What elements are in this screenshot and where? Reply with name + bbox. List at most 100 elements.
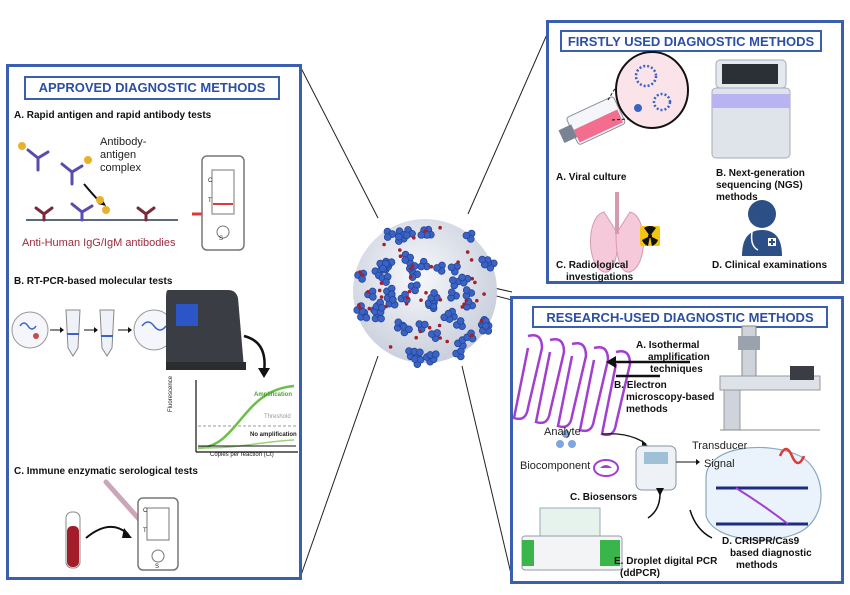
virus-dot — [418, 329, 423, 334]
virus-dot — [407, 289, 412, 294]
virus-dot — [470, 333, 474, 337]
virus-dot — [429, 264, 434, 269]
rt-pcr-illustration — [11, 290, 298, 453]
cassette-t-upper: T — [208, 198, 212, 204]
virus-dot — [366, 290, 370, 294]
virus-spike — [400, 323, 413, 337]
virus-spike — [440, 309, 454, 323]
virus-dot — [358, 306, 363, 311]
research-title: RESEARCH-USED DIAGNOSTIC METHODS — [532, 306, 828, 328]
firstly-title: FIRSTLY USED DIAGNOSTIC METHODS — [560, 30, 822, 52]
approved-b-label: B. RT-PCR-based molecular tests — [14, 276, 173, 287]
virus-dot — [379, 295, 384, 299]
biocomponent-label: Biocomponent — [520, 460, 591, 472]
antibody-test-illustration — [18, 142, 245, 251]
virus-dot — [404, 302, 409, 306]
no-amplification-label: No amplification — [250, 432, 297, 438]
virus-spike — [383, 290, 397, 304]
approved-a-label: A. Rapid antigen and rapid antibody test… — [14, 110, 212, 121]
virus-spike — [433, 261, 446, 275]
virus-spike — [402, 226, 416, 240]
virus-spike — [449, 276, 462, 290]
virus-spike — [453, 317, 466, 330]
research-b-line2: microscopy-based — [626, 392, 715, 403]
virus-dot — [412, 236, 416, 240]
virus-spike — [447, 288, 460, 302]
approved-c-label: C. Immune enzymatic serological tests — [14, 466, 198, 477]
firstly-b-line2: sequencing (NGS) — [716, 180, 803, 191]
amplification-label: Amplification — [254, 392, 293, 398]
virus-spike — [462, 286, 476, 300]
virus-dot — [473, 280, 477, 285]
threshold-label: Threshold — [264, 414, 291, 420]
virus-spike — [376, 259, 390, 273]
x-axis-label: Copies per reaction (Ct) — [210, 452, 274, 458]
virus-dot — [479, 318, 484, 323]
virus-dot — [405, 296, 410, 300]
cassette-c-lower: C — [143, 508, 148, 514]
research-illustrations — [512, 325, 822, 571]
virus-spike — [458, 273, 472, 287]
virus-spike — [411, 355, 425, 369]
virus-dot — [464, 298, 469, 303]
research-a-line2: amplification — [648, 352, 710, 363]
virus-dot — [377, 288, 382, 293]
approved-panel — [6, 64, 302, 580]
firstly-b-line1: B. Next-generation — [716, 168, 805, 179]
virus-dot — [427, 325, 432, 330]
virus-dot — [438, 298, 443, 302]
research-a-line1: A. Isothermal — [636, 340, 700, 351]
virus-dot — [357, 303, 361, 307]
virus-spike — [407, 281, 421, 295]
research-a-line3: techniques — [650, 364, 703, 375]
firstly-c-line2: investigations — [566, 272, 634, 283]
lamp-loop — [600, 350, 632, 437]
complex-label-3: complex — [100, 162, 141, 174]
firstly-c-line1: C. Radiological — [556, 260, 629, 271]
virus-dot — [414, 335, 418, 340]
cassette-s-lower: S — [155, 564, 160, 570]
virus-dot — [367, 306, 372, 311]
transducer-label: Transducer — [692, 440, 748, 452]
research-e-line2: (ddPCR) — [620, 568, 660, 579]
virus-dot — [388, 345, 393, 349]
complex-label-1: Antibody- — [100, 136, 147, 148]
virus-spike — [478, 255, 492, 269]
virus-dot — [437, 323, 442, 328]
signal-label: Signal — [704, 458, 735, 470]
virus-dot — [384, 304, 388, 309]
research-e-line1: E. Droplet digital PCR — [614, 556, 718, 567]
virus-dot — [360, 273, 365, 277]
virus-dot — [482, 292, 486, 296]
virus-spike — [426, 350, 440, 364]
virus-spike — [417, 226, 431, 239]
analyte-label: Analyte — [544, 426, 581, 438]
virus-dot — [469, 258, 474, 262]
cassette-s-upper: S — [219, 236, 224, 242]
virus-dot — [424, 291, 428, 295]
research-c-label: C. Biosensors — [570, 492, 638, 503]
virus-dot — [460, 305, 465, 309]
lamp-loop — [578, 346, 610, 433]
virus-particle — [353, 219, 498, 369]
virus-dot — [410, 264, 415, 268]
virus-dot — [462, 302, 466, 306]
virus-spike — [372, 298, 386, 312]
research-d-line2: based diagnostic — [730, 548, 812, 559]
virus-spike — [428, 329, 441, 343]
research-b-line1: B. Electron — [614, 380, 667, 391]
firstly-b-line3: methods — [716, 192, 758, 203]
lamp-loop — [556, 342, 588, 429]
complex-label-2: antigen — [100, 149, 137, 161]
virus-spike — [427, 289, 441, 302]
virus-dot — [438, 225, 442, 230]
virus-dot — [423, 229, 427, 233]
cassette-t-lower: T — [143, 528, 147, 534]
virus-dot — [419, 298, 423, 302]
firstly-d-label: D. Clinical examinations — [712, 260, 828, 271]
virus-spike — [378, 273, 392, 286]
virus-spike — [383, 227, 397, 241]
virus-spike — [401, 250, 414, 264]
